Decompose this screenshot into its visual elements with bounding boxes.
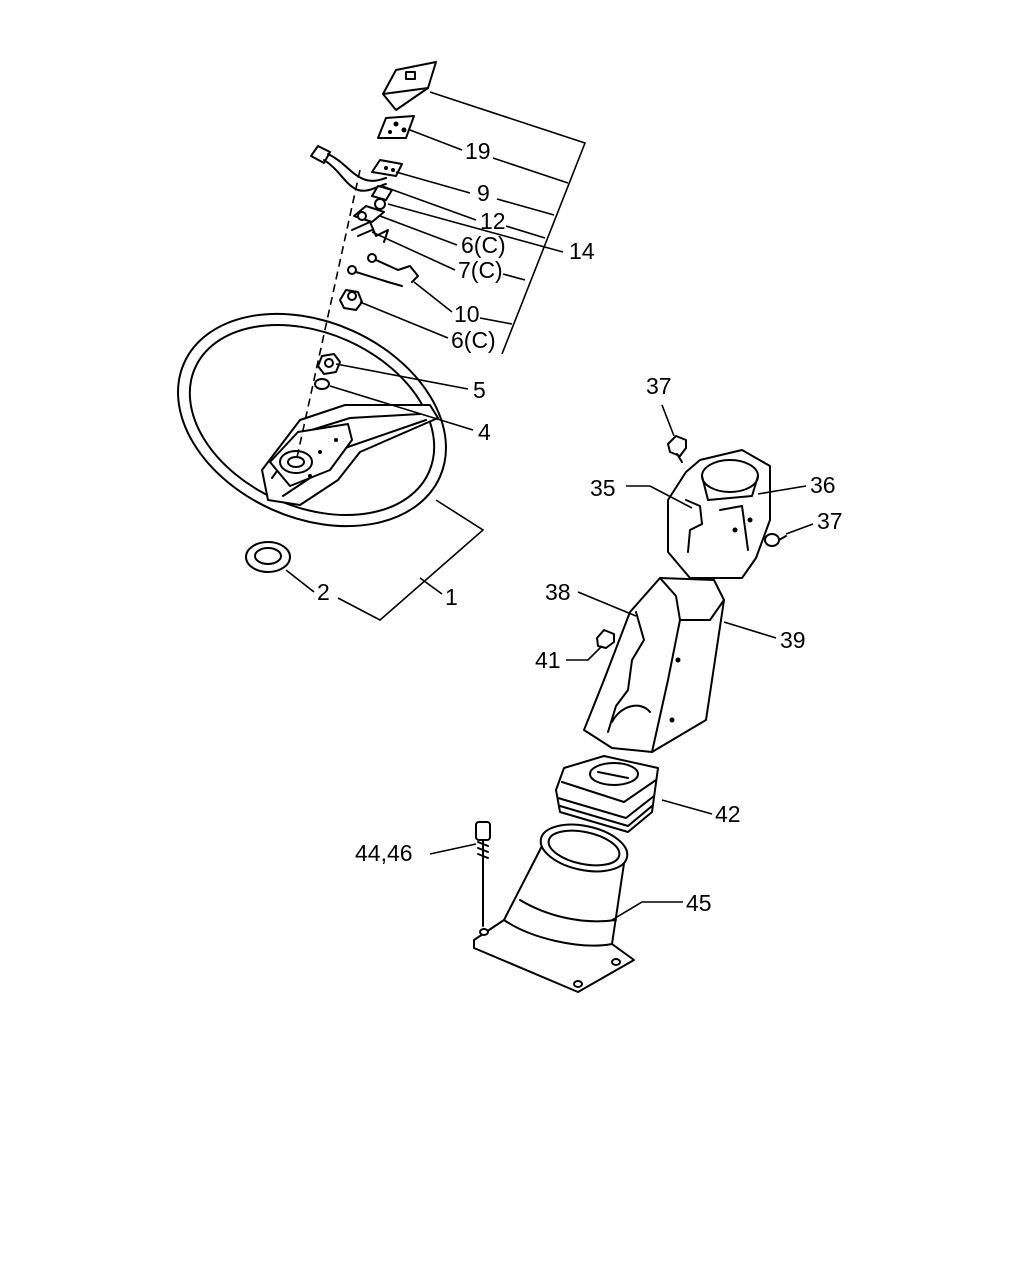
lower-boot-housing bbox=[473, 823, 635, 993]
dust-seal-ring bbox=[245, 541, 291, 573]
assembly-axis-line bbox=[295, 169, 361, 463]
rubber-boot bbox=[555, 755, 659, 833]
callout-36: 36 bbox=[810, 472, 836, 498]
horn-harness bbox=[310, 145, 403, 192]
callout-38: 38 bbox=[545, 579, 571, 605]
upper-column-cover bbox=[667, 449, 771, 579]
lower-column-cover bbox=[583, 577, 725, 753]
callout-41: 41 bbox=[535, 647, 561, 673]
callout-2: 2 bbox=[317, 579, 330, 605]
callout-7c: 7(C) bbox=[458, 257, 503, 283]
callout-9: 9 bbox=[477, 180, 490, 206]
callout-44-46: 44,46 bbox=[355, 840, 413, 866]
screw-right bbox=[764, 533, 787, 547]
callout-10: 10 bbox=[454, 301, 480, 327]
callout-19: 19 bbox=[465, 138, 491, 164]
mounting-bolt bbox=[475, 821, 491, 927]
callout-37-upper: 37 bbox=[646, 373, 672, 399]
steering-wheel bbox=[177, 312, 447, 528]
callout-12: 12 bbox=[480, 208, 506, 234]
callout-5: 5 bbox=[473, 377, 486, 403]
ground-wire bbox=[347, 253, 419, 287]
callout-14: 14 bbox=[569, 238, 595, 264]
callout-6c-lower: 6(C) bbox=[451, 327, 496, 353]
callout-4: 4 bbox=[478, 419, 491, 445]
contact-bracket bbox=[353, 185, 393, 223]
callout-35: 35 bbox=[590, 475, 616, 501]
spring-washer bbox=[314, 378, 330, 390]
contact-plate bbox=[377, 115, 415, 139]
callout-37-right: 37 bbox=[817, 508, 843, 534]
callout-6c-upper: 6(C) bbox=[461, 232, 506, 258]
callout-42: 42 bbox=[715, 801, 741, 827]
callout-39: 39 bbox=[780, 627, 806, 653]
callout-1: 1 bbox=[445, 584, 458, 610]
horn-pad bbox=[382, 61, 437, 111]
lower-contact-nut bbox=[339, 289, 363, 311]
leader-lines bbox=[285, 91, 814, 921]
screw-lower bbox=[596, 629, 615, 649]
callout-45: 45 bbox=[686, 890, 712, 916]
contact-spring bbox=[351, 221, 389, 243]
screw-upper bbox=[667, 435, 687, 463]
steering-nut bbox=[317, 353, 341, 375]
